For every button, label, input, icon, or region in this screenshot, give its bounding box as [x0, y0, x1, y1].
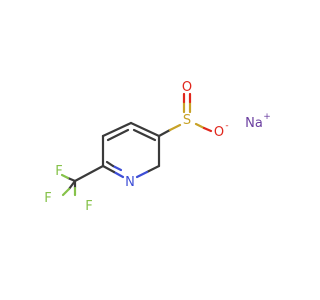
bond-s-o-single-2 — [202, 126, 213, 133]
bond-c4-c5-n — [135, 170, 149, 179]
bond-c3-s-y — [168, 123, 182, 132]
bond-n-c6-inner-c — [105, 160, 115, 168]
bond-cf3-f2-g — [60, 173, 70, 180]
oxygen-charge: - — [225, 121, 228, 131]
atom-oxygen-single: O — [214, 125, 224, 140]
bond-c2-c3-inner — [132, 128, 157, 142]
bond-n-c6-inner — [111, 164, 123, 172]
atom-nitrogen: N — [125, 175, 135, 190]
structure-canvas: N S O O - Na + F F F — [44, 80, 271, 214]
bond-c4-c5 — [145, 164, 161, 174]
bond-c3-s — [157, 128, 172, 138]
atom-oxygen-double: O — [182, 80, 192, 95]
atom-fluorine-3: F — [85, 199, 92, 214]
bond-n-c6 — [112, 170, 125, 179]
bond-cf3-f3 — [67, 179, 77, 191]
bond-c2-c3 — [129, 121, 161, 138]
bond-c1-c2-inner — [106, 128, 130, 142]
atom-fluorine-2: F — [44, 191, 51, 206]
bond-n-c6-c — [101, 164, 116, 174]
bond-c6-cf3 — [73, 164, 105, 183]
bond-cf3-f3-g — [61, 187, 71, 197]
molecule-diagram: N S O O - Na + F F F — [44, 80, 271, 214]
atom-sodium: Na — [245, 116, 263, 131]
sodium-charge: + — [263, 112, 271, 122]
bond-cf3-f2 — [66, 176, 77, 183]
bond-s-o-single — [194, 122, 206, 130]
atom-sulfur: S — [183, 113, 191, 128]
atom-fluorine-1: F — [55, 164, 62, 179]
bond-c1-c2 — [101, 121, 133, 138]
